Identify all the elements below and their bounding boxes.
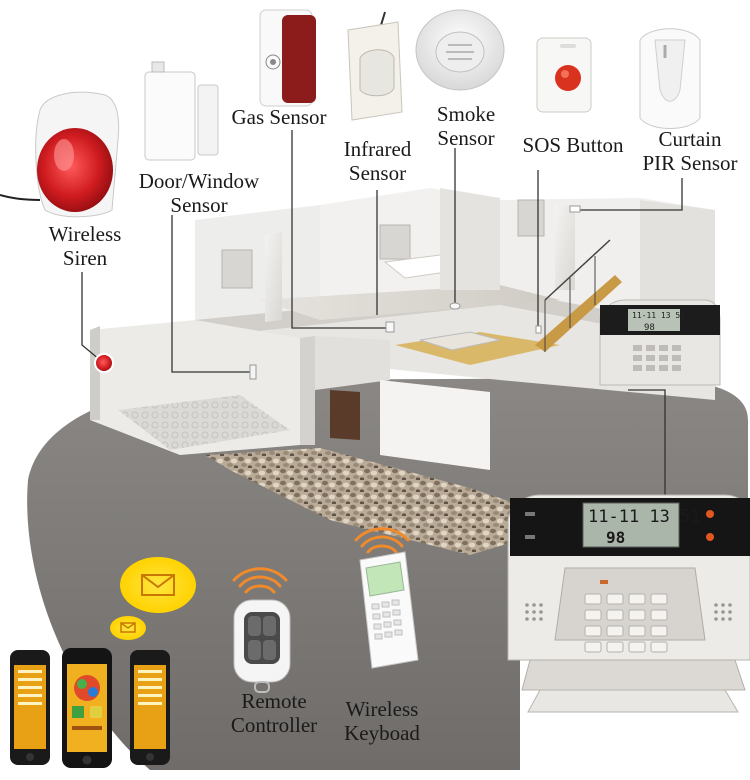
siren-leader xyxy=(81,272,101,361)
remote-controller-device xyxy=(233,599,291,693)
curtain-leader xyxy=(576,178,683,211)
remote-wifi-icon xyxy=(232,567,288,594)
sos-button-device xyxy=(536,37,592,113)
phone-left xyxy=(10,650,50,765)
label-door-window-line1: Door/Window xyxy=(138,169,260,193)
staircase xyxy=(535,239,622,352)
installed-siren xyxy=(94,353,114,373)
main-panel-time: 11-11 13 51 xyxy=(588,507,701,527)
main-panel-number: 98 xyxy=(606,528,625,547)
label-infrared-sensor: Infrared Sensor xyxy=(330,137,425,185)
wifi-signals xyxy=(232,527,410,594)
label-sos-button: SOS Button xyxy=(510,133,636,157)
label-infrared-line1: Infrared xyxy=(343,137,412,161)
small-panel-number: 98 xyxy=(644,323,655,333)
installed-door-sensor xyxy=(249,364,257,380)
installed-sos xyxy=(535,325,542,334)
label-gas-sensor: Gas Sensor xyxy=(218,105,340,129)
siren-cable xyxy=(0,194,41,201)
label-infrared-line2: Sensor xyxy=(348,161,407,185)
smoke-sensor-device xyxy=(415,9,505,91)
phone-center xyxy=(62,648,112,768)
label-curtain-line2: PIR Sensor xyxy=(642,151,738,175)
installed-sensors xyxy=(94,205,581,380)
wireless-siren-device xyxy=(0,91,120,218)
label-gas-line1: Gas Sensor xyxy=(231,105,327,129)
label-smoke-line2: Sensor xyxy=(437,126,495,150)
main-keypad xyxy=(584,593,668,653)
leader-lines xyxy=(81,130,683,500)
keyboard-wifi-icon xyxy=(354,527,410,554)
label-door-window-sensor: Door/Window Sensor xyxy=(124,169,274,217)
label-sos-line1: SOS Button xyxy=(522,133,624,157)
label-keyboard-line2: Keyboad xyxy=(344,721,420,745)
small-panel-time: 11-11 13 51 xyxy=(632,311,685,320)
gas-sensor-device xyxy=(259,9,386,107)
curtain-pir-sensor-device xyxy=(639,28,701,129)
installed-gas-sensor xyxy=(385,321,395,333)
infrared-sensor-device xyxy=(347,21,403,121)
label-remote-line2: Controller xyxy=(230,713,318,737)
door-window-leader xyxy=(171,215,252,373)
wireless-keyboard-device xyxy=(359,551,419,669)
gas-leader xyxy=(291,130,388,329)
label-remote-controller: Remote Controller xyxy=(218,689,330,737)
label-curtain-line1: Curtain xyxy=(658,127,722,151)
installed-curtain xyxy=(569,205,581,213)
label-wireless-siren-line1: Wireless xyxy=(48,222,122,246)
label-door-window-line2: Sensor xyxy=(170,193,228,217)
phone-right xyxy=(130,650,170,765)
alarm-panel-small: 11-11 13 51 98 xyxy=(599,299,721,386)
label-wireless-siren-line2: Siren xyxy=(62,246,108,270)
label-curtain-pir-sensor: Curtain PIR Sensor xyxy=(632,127,748,175)
alarm-panel-main xyxy=(507,494,750,713)
panel-leader xyxy=(628,389,666,500)
installed-smoke-sensor xyxy=(449,302,461,310)
door-window-sensor-device xyxy=(144,61,219,161)
smartphones xyxy=(10,648,170,768)
label-smoke-line1: Smoke xyxy=(436,102,496,126)
label-wireless-keyboard: Wireless Keyboad xyxy=(332,697,432,745)
label-wireless-siren: Wireless Siren xyxy=(30,222,140,270)
label-remote-line1: Remote xyxy=(241,689,307,713)
gravel-path xyxy=(205,448,520,555)
label-smoke-sensor: Smoke Sensor xyxy=(425,102,507,150)
message-bubbles xyxy=(110,557,196,640)
label-keyboard-line1: Wireless xyxy=(345,697,419,721)
